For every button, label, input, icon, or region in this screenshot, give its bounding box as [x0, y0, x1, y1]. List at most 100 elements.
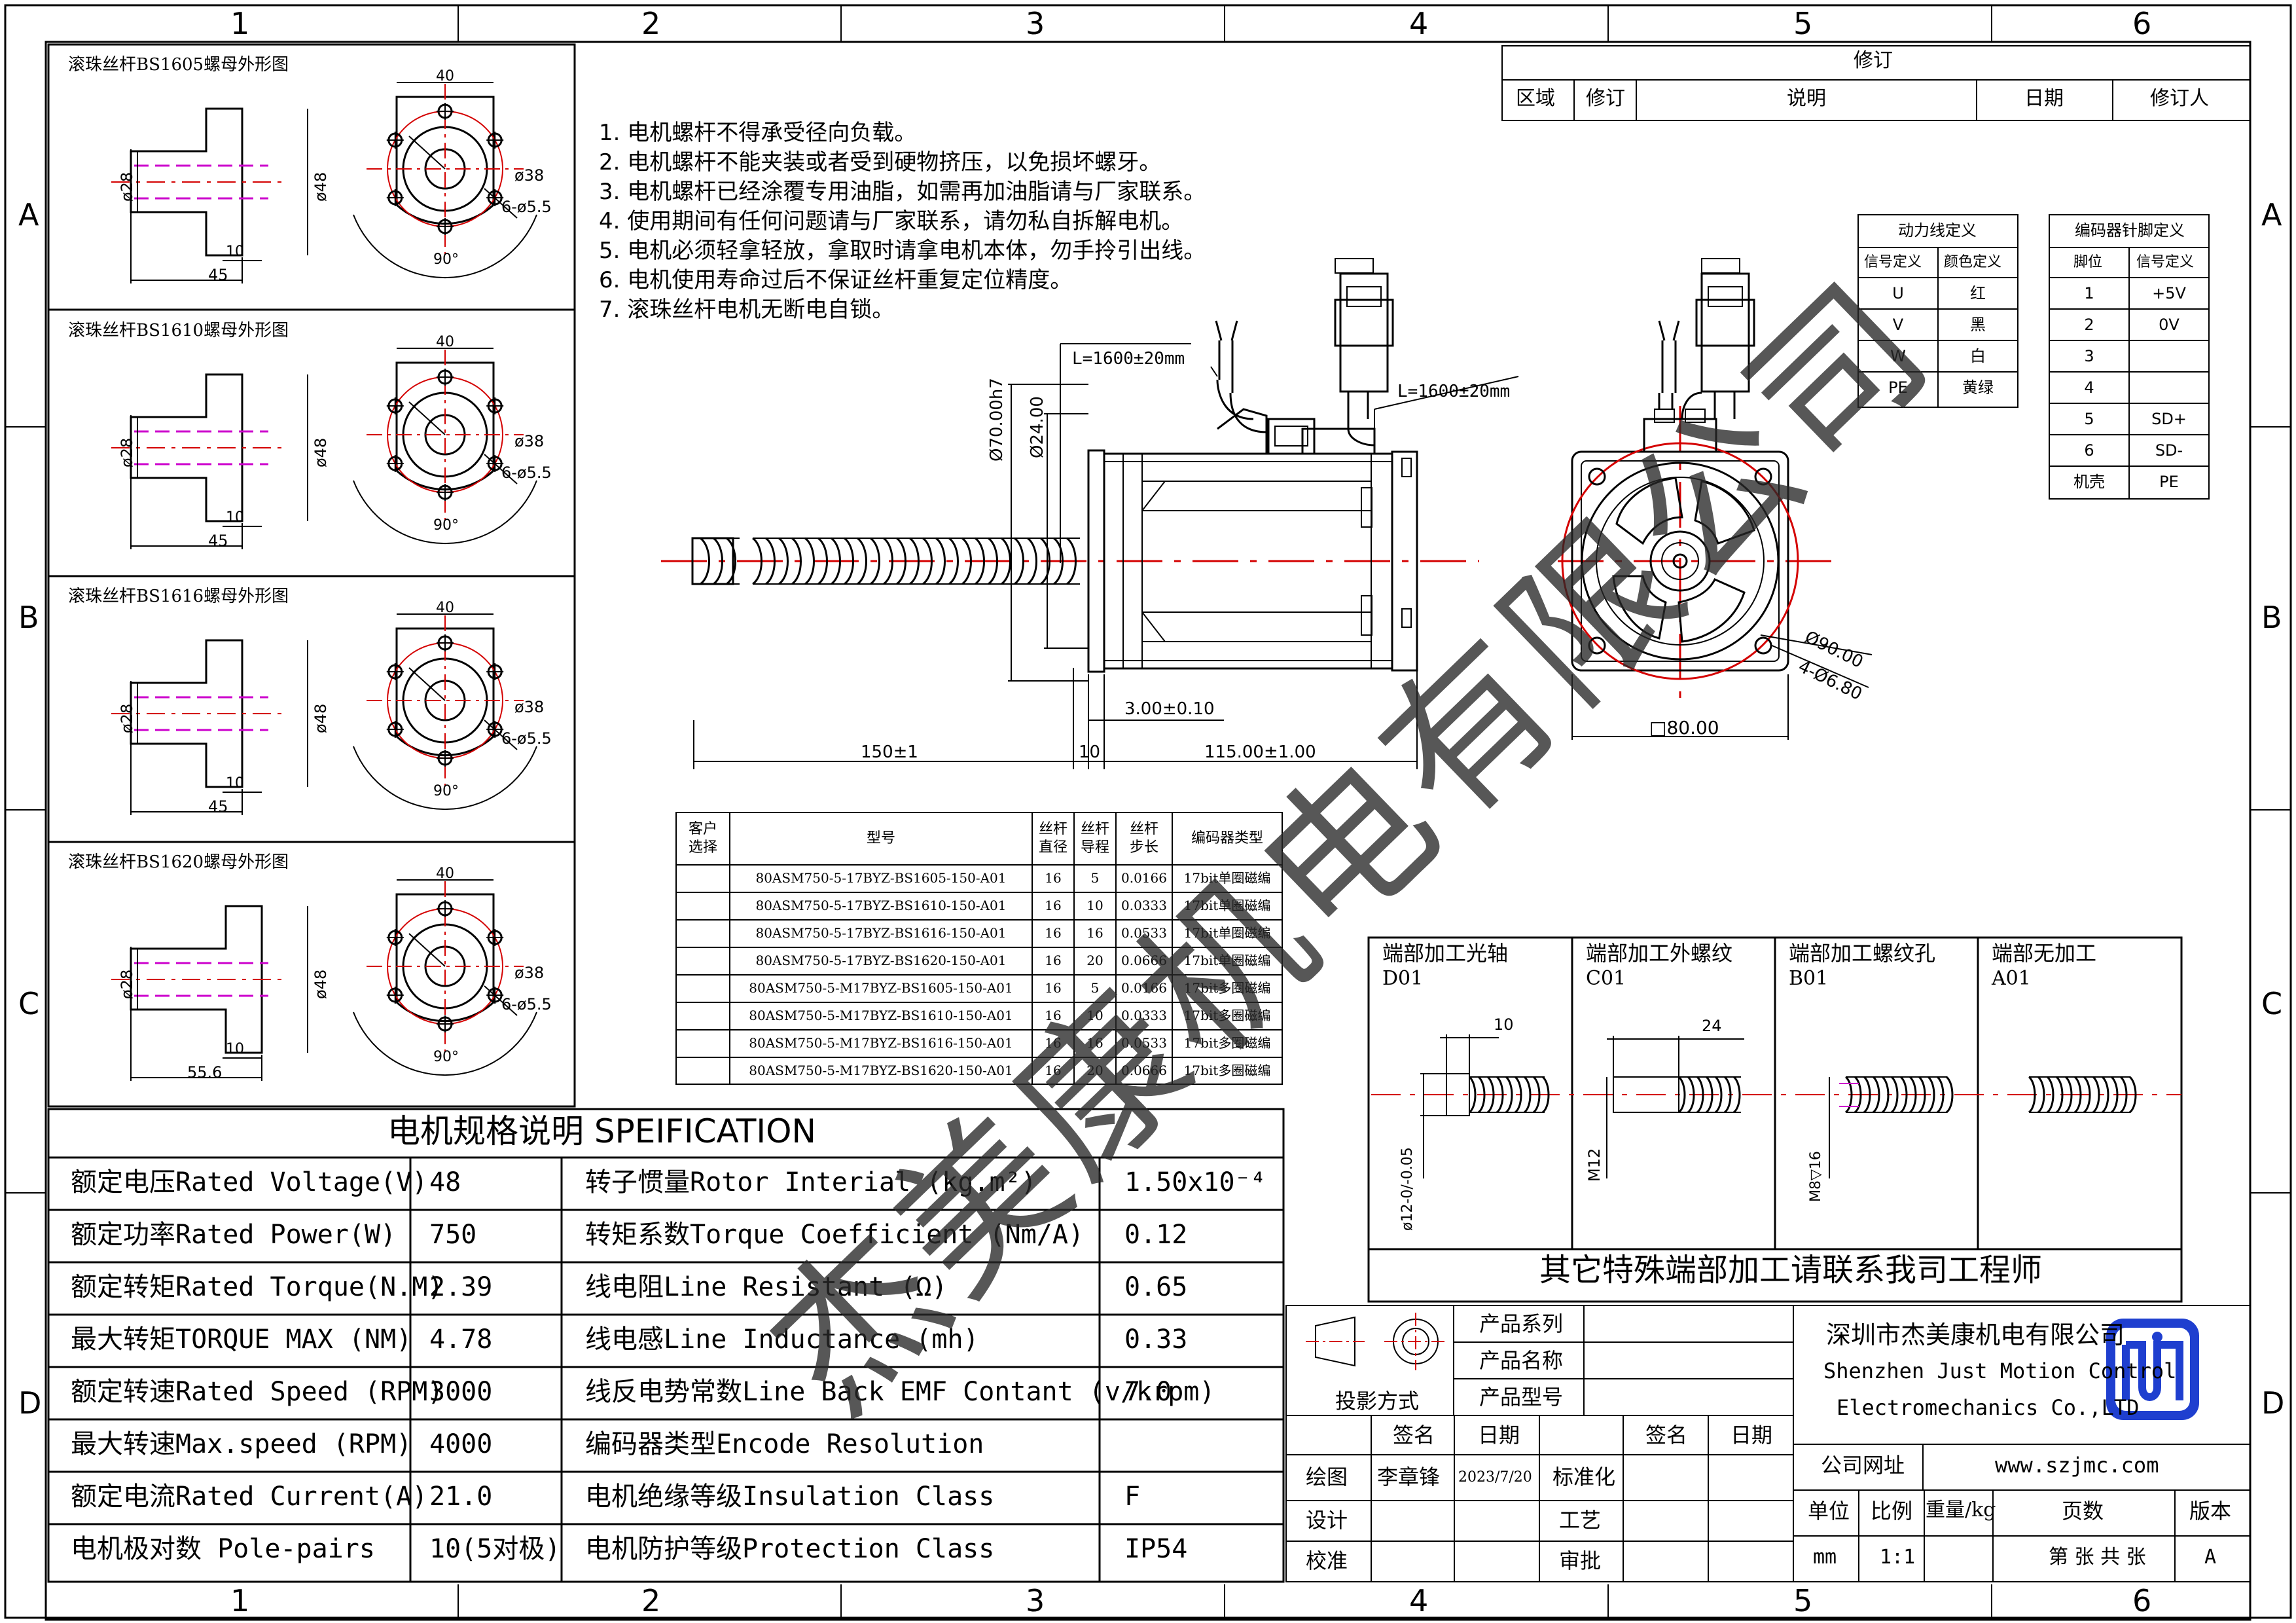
model-header-1-0: 型号: [866, 830, 895, 847]
power-signal-2: W: [1890, 347, 1906, 365]
nut-length-0: 45: [208, 266, 228, 284]
row-label-d-right: D: [2261, 1385, 2285, 1421]
spec-left-label-0: 额定电压Rated Voltage(V): [71, 1167, 428, 1197]
revision-header-date: 日期: [2024, 87, 2064, 110]
nut-view-1: [111, 348, 537, 549]
model-cell-1-5: 17bit单圈磁编: [1183, 898, 1271, 913]
model-header-5-0: 编码器类型: [1191, 830, 1263, 847]
motor-front-view: [1558, 258, 1873, 740]
nut-angle-3: 90°: [433, 1049, 459, 1065]
power-signal-3: PE: [1888, 378, 1908, 397]
model-cell-7-5: 17bit多圈磁编: [1183, 1063, 1271, 1078]
dim-shaft: Ø24.00: [1028, 396, 1047, 458]
nut-pcd-3: ø38: [514, 964, 545, 982]
note-5: 5. 电机必须轻拿轻放，拿取时请拿电机本体，勿手拎引出线。: [599, 238, 1206, 264]
tb-unit: mm: [1813, 1546, 1837, 1569]
tb-website: www.szjmc.com: [1995, 1453, 2159, 1478]
tb-drawn-name: 李章锋: [1377, 1465, 1441, 1489]
tb-unit-label: 单位: [1808, 1499, 1850, 1523]
tb-version: A: [2204, 1546, 2217, 1569]
tb-date-2: 日期: [1731, 1423, 1773, 1448]
model-cell-2-1: 80ASM750-5-17BYZ-BS1616-150-A01: [755, 925, 1007, 941]
model-cell-1-4: 0.0333: [1121, 898, 1167, 913]
tb-pages-label: 页数: [2062, 1499, 2104, 1523]
revision-header-area: 区域: [1516, 87, 1555, 110]
encoder-header-signal: 信号定义: [2136, 254, 2195, 270]
model-cell-2-2: 16: [1045, 925, 1062, 941]
model-cell-3-2: 16: [1045, 953, 1062, 968]
tb-sign: 签名: [1393, 1423, 1435, 1448]
note-3: 3. 电机螺杆已经涂覆专用油脂，如需再加油脂请与厂家联系。: [599, 179, 1206, 205]
power-signal-1: V: [1892, 316, 1904, 334]
model-cell-3-5: 17bit单圈磁编: [1183, 953, 1271, 968]
model-cell-0-4: 0.0166: [1121, 870, 1167, 886]
nut-d-inner-2: ø28: [118, 703, 136, 733]
model-cell-7-4: 0.0666: [1121, 1063, 1167, 1078]
nut-flange-3: 10: [226, 1041, 244, 1057]
tb-product-model: 产品型号: [1479, 1385, 1564, 1410]
row-label-a-right: A: [2261, 197, 2282, 232]
nut-d-outer-1: ø48: [312, 437, 330, 467]
note-1: 1. 电机螺杆不得承受径向负载。: [599, 120, 917, 146]
row-label-a: A: [18, 197, 39, 232]
tb-standard: 标准化: [1552, 1465, 1616, 1489]
spec-left-value-5: 4000: [429, 1429, 493, 1459]
end-title-1: 端部加工外螺纹: [1586, 941, 1733, 966]
model-cell-6-1: 80ASM750-5-M17BYZ-BS1616-150-A01: [749, 1035, 1013, 1051]
nut-length-1: 45: [208, 532, 228, 550]
col-label-6b: 6: [2132, 1583, 2152, 1618]
note-6: 6. 电机使用寿命过后不保证丝杆重复定位精度。: [599, 267, 1073, 293]
end-code-1: C01: [1586, 967, 1626, 990]
nut-d-inner-0: ø28: [118, 172, 136, 202]
spec-left-value-7: 10(5对极): [429, 1534, 561, 1564]
power-color-2: 白: [1970, 347, 1986, 365]
spec-right-value-1: 0.12: [1124, 1220, 1188, 1250]
end-dim-side-2: M8▽16: [1808, 1151, 1824, 1202]
nut-view-title-1: 滚珠丝杆BS1610螺母外形图: [68, 321, 289, 340]
motor-side-view: [661, 258, 1519, 769]
title-block-grid: [1285, 1305, 2251, 1582]
tb-weight-label: 重量/kg: [1926, 1499, 1996, 1522]
dim-pilot: Ø70.00h7: [987, 378, 1007, 462]
dim-cable-2: L=1600±20mm: [1397, 382, 1511, 401]
nut-pcd-2: ø38: [514, 698, 545, 716]
power-color-1: 黑: [1970, 316, 1986, 334]
dim-gap: 10: [1079, 742, 1101, 762]
model-cell-5-5: 17bit多圈磁编: [1183, 1008, 1271, 1023]
encoder-signal-1: 0V: [2159, 316, 2179, 334]
encoder-header-pin: 脚位: [2073, 254, 2103, 270]
nut-top-w-1: 40: [436, 334, 454, 350]
end-title-2: 端部加工螺纹孔: [1789, 941, 1936, 966]
spec-right-label-1: 转矩系数Torque Coefficient (Nm/A): [585, 1220, 1085, 1250]
spec-right-value-2: 0.65: [1124, 1272, 1188, 1302]
nut-pcd-0: ø38: [514, 166, 545, 185]
spec-right-label-2: 线电阻Line Resistant (Ω): [585, 1272, 948, 1302]
model-cell-2-4: 0.0533: [1121, 925, 1167, 941]
spec-left-label-1: 额定功率Rated Power(W): [71, 1220, 397, 1250]
revision-header-reviser: 修订人: [2150, 87, 2209, 110]
nut-top-w-0: 40: [436, 68, 454, 84]
nut-length-3: 55.6: [187, 1063, 223, 1082]
nut-d-inner-1: ø28: [118, 437, 136, 467]
nut-holes-2: 6-ø5.5: [501, 729, 552, 748]
model-cell-4-1: 80ASM750-5-M17BYZ-BS1605-150-A01: [749, 980, 1013, 996]
model-cell-4-3: 5: [1090, 980, 1100, 996]
company-logo: [2106, 1319, 2199, 1420]
spec-left-label-5: 最大转速Max.speed (RPM): [71, 1429, 412, 1459]
tb-scale: 1:1: [1880, 1546, 1916, 1569]
model-header-3-1: 导程: [1080, 839, 1109, 856]
model-cell-3-3: 20: [1086, 953, 1103, 968]
model-cell-5-1: 80ASM750-5-M17BYZ-BS1610-150-A01: [749, 1008, 1013, 1023]
model-cell-7-1: 80ASM750-5-M17BYZ-BS1620-150-A01: [749, 1063, 1013, 1078]
tb-version-label: 版本: [2189, 1499, 2232, 1523]
nut-view-0: [111, 82, 537, 283]
model-cell-3-1: 80ASM750-5-17BYZ-BS1620-150-A01: [755, 953, 1007, 968]
col-label-3: 3: [1026, 6, 1045, 41]
nut-d-outer-2: ø48: [312, 703, 330, 733]
nut-holes-1: 6-ø5.5: [501, 464, 552, 482]
encoder-signal-6: PE: [2159, 473, 2179, 491]
col-label-1: 1: [230, 6, 250, 41]
encoder-pin-6: 机壳: [2073, 473, 2105, 491]
nut-length-2: 45: [208, 797, 228, 816]
